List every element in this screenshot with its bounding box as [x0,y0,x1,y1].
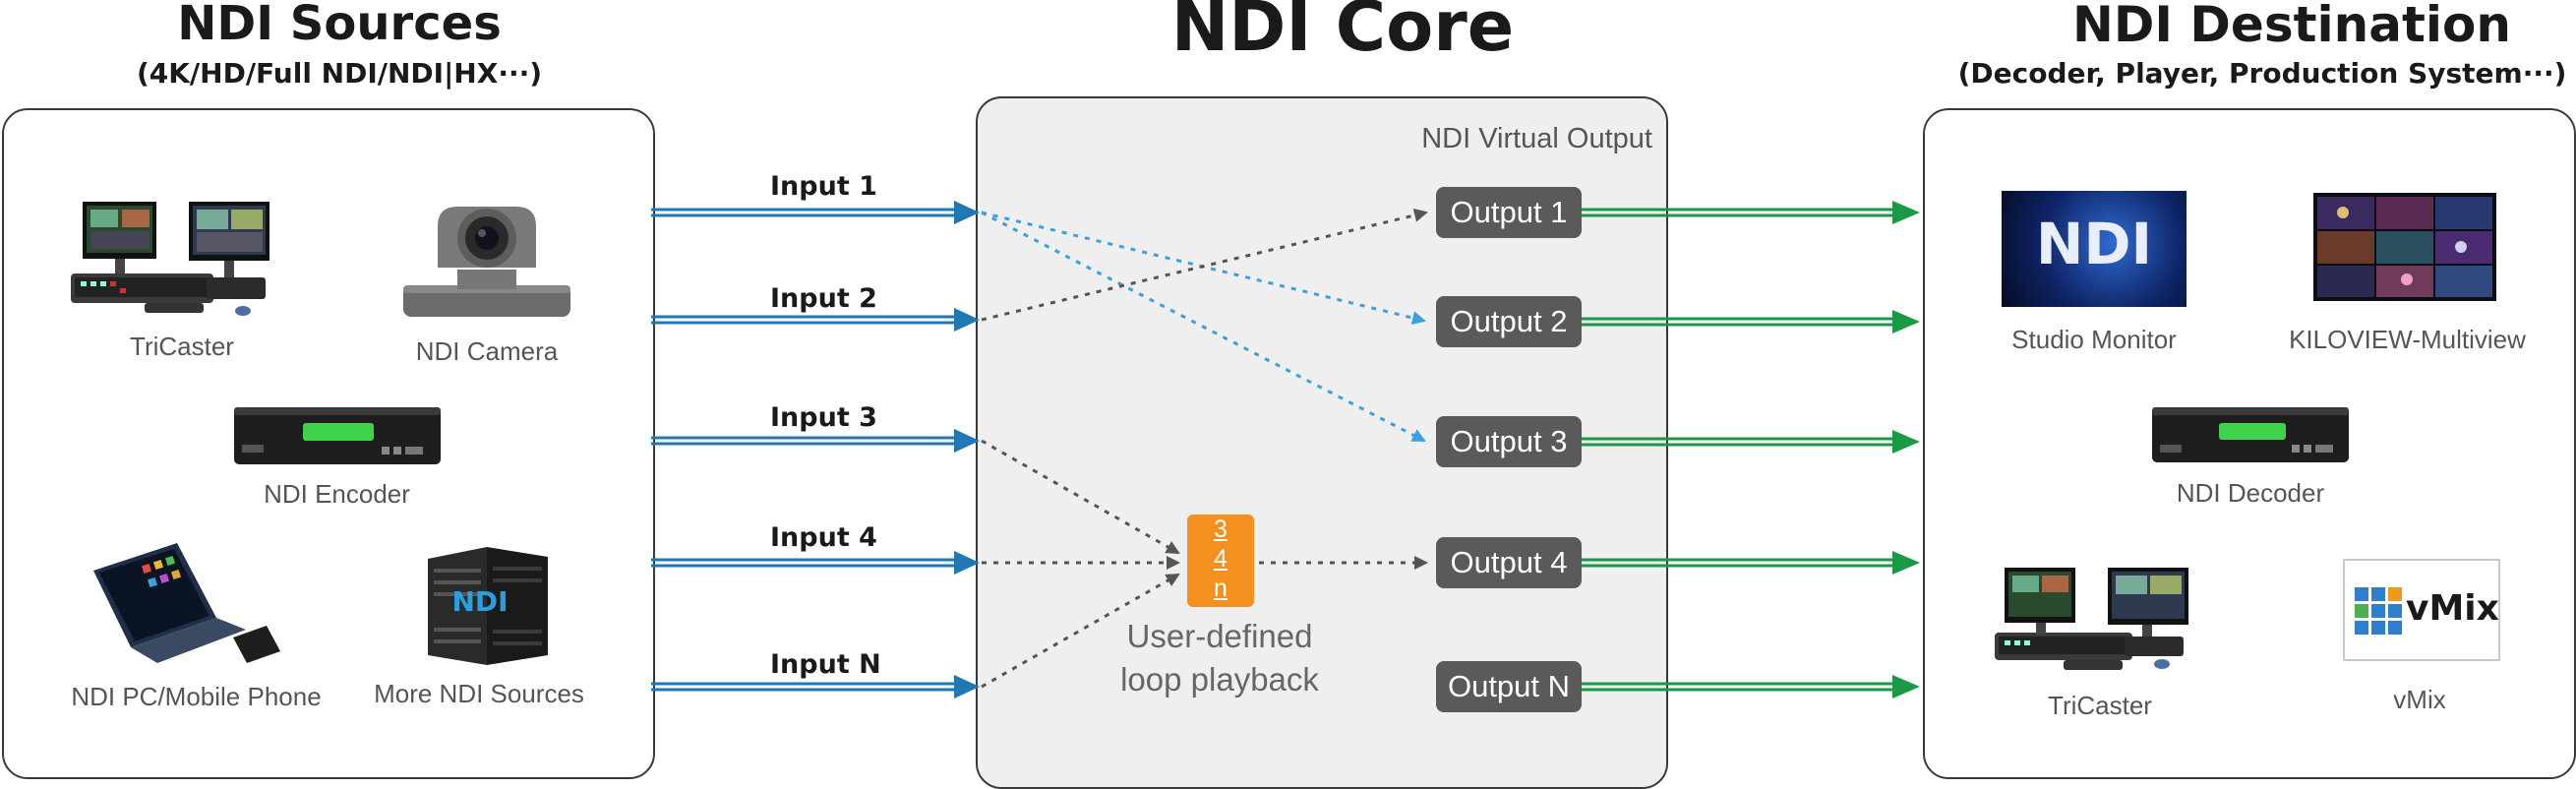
output-4-arrow [1582,551,1920,575]
destination-subtitle: (Decoder, Player, Production System···) [1957,57,2567,90]
ndi-decoder-label: NDI Decoder [2176,478,2325,508]
output-1-box: Output 1 [1436,187,1582,238]
virtual-output-label: NDI Virtual Output [1421,123,1652,154]
output-2-arrow [1582,310,1920,334]
ndi-encoder-image [234,407,441,464]
destination-title: NDI Destination [2072,0,2511,53]
tricaster-destination-image [1995,568,2188,670]
vmix-logo-grid-icon [2355,587,2402,635]
kiloview-multiview-label: KILOVIEW-Multiview [2289,325,2526,354]
ndi-camera-label: NDI Camera [415,336,559,366]
input-1-arrow [651,201,980,224]
vmix-logo-box [2343,559,2500,661]
output-2-box: Output 2 [1436,296,1582,347]
input-n-label: Input N [770,649,881,680]
tricaster-destination-label: TriCaster [2048,691,2152,720]
studio-monitor-label: Studio Monitor [2011,325,2177,354]
input-1-label: Input 1 [770,171,877,202]
ndi-decoder-image [2152,407,2349,462]
input-arrows [651,201,980,698]
input-3-arrow [651,429,980,453]
more-ndi-sources-image [428,547,548,665]
route-input3-loop [981,439,1180,555]
loop-badge-item-n: n [1214,575,1228,602]
loop-badge-item-4: 4 [1214,545,1228,573]
output-3-box: Output 3 [1436,416,1582,467]
ndi-pc-image [93,543,280,663]
studio-monitor-image [2002,191,2187,307]
input-3-label: Input 3 [770,402,877,433]
tricaster-source-label: TriCaster [130,332,234,361]
input-n-arrow [651,675,980,698]
loop-label-line-1: User-defined [1126,618,1313,654]
vmix-label: vMix [2393,685,2446,714]
input-2-arrow [651,308,980,332]
output-4-box: Output 4 [1436,537,1582,588]
output-n-box: Output N [1436,661,1582,712]
routing-lines [981,209,1428,689]
more-ndi-sources-label: More NDI Sources [374,679,584,708]
route-inputn-loop [981,573,1180,689]
tricaster-source-image [71,202,270,316]
output-n-arrow [1582,675,1920,698]
input-2-label: Input 2 [770,283,877,314]
vmix-logo-text: vMix [2406,588,2499,629]
loop-badge-item-3: 3 [1214,516,1228,543]
ndi-encoder-label: NDI Encoder [264,479,410,509]
studio-monitor-ndi-logo: NDI [2035,211,2153,277]
input-4-arrow [651,551,980,575]
more-ndi-sources-logo: NDI [451,585,509,618]
output-3-arrow [1582,430,1920,454]
core-title: NDI Core [1170,0,1515,67]
loop-label-line-2: loop playback [1120,661,1319,698]
ndi-pc-label: NDI PC/Mobile Phone [71,682,322,711]
route-input1-output3 [981,211,1426,443]
sources-title: NDI Sources [177,0,502,51]
sources-subtitle: (4K/HD/Full NDI/NDI|HX···) [136,57,543,90]
input-4-label: Input 4 [770,522,877,553]
kiloview-multiview-image [2313,193,2496,301]
output-1-arrow [1582,201,1920,224]
loop-playback-label: User-defined loop playback [1102,615,1338,701]
ndi-camera-image [403,207,570,317]
output-arrows [1582,201,1920,698]
loop-playback-badge: 3 4 n [1187,515,1254,607]
route-input2-output1 [981,209,1428,322]
